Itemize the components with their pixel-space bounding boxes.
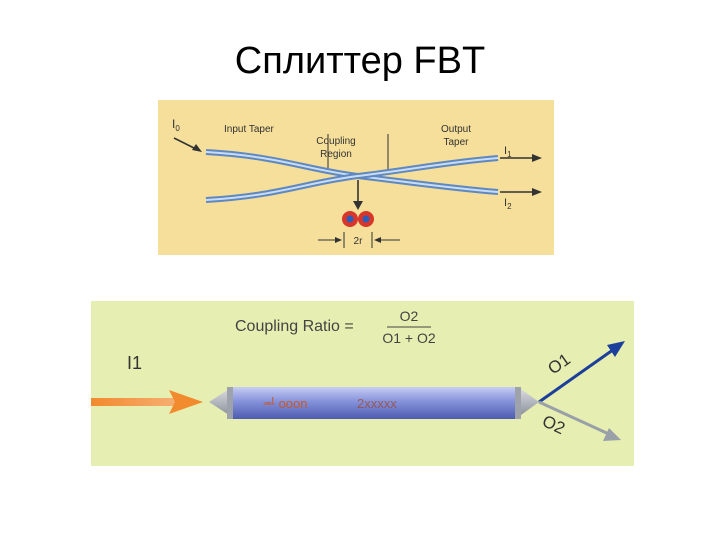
tube-marking-2: 2xxxxx	[357, 396, 397, 411]
output-arrow-1-head	[532, 154, 542, 162]
output-2-label: O2	[539, 411, 568, 438]
coupler-tube	[229, 387, 519, 419]
tube-left-taper	[209, 389, 229, 415]
fused-fibers	[205, 149, 499, 203]
tube-right-cap	[515, 387, 521, 419]
output-taper-label-1: Output	[441, 124, 471, 135]
tube-left-cap	[227, 387, 233, 419]
fused-cross-section	[342, 211, 374, 227]
input-taper-label: Input Taper	[224, 124, 275, 135]
output-arrow-2-head	[532, 188, 542, 196]
coupling-region-label-1: Coupling	[316, 136, 355, 147]
output-taper-label-2: Taper	[443, 137, 469, 148]
dimension-right-head	[374, 237, 381, 243]
tube-right-taper	[521, 389, 539, 415]
dimension-left-head	[335, 237, 342, 243]
input-beam	[91, 398, 187, 406]
output-2-beam	[538, 400, 612, 437]
coupling-region-label-2: Region	[320, 149, 352, 160]
output-1-label: O1	[544, 350, 573, 379]
ratio-denominator: O1 + O2	[382, 330, 436, 346]
output-1-beam	[538, 345, 618, 404]
input-beam-arrowhead	[169, 390, 203, 414]
section-arrow-head	[353, 201, 363, 210]
output-intensity-2-label: I2	[504, 197, 512, 211]
coupling-ratio-label: Coupling Ratio =	[235, 318, 354, 335]
output-intensity-1-label: I1	[504, 145, 512, 159]
output-2-arrowhead	[603, 428, 621, 441]
coupling-ratio-svg: Coupling Ratio = O2 O1 + O2 I1 ᆗ ooon 2x…	[91, 308, 625, 441]
ratio-numerator: O2	[400, 308, 419, 324]
input-intensity-label: I0	[172, 117, 180, 133]
output-1-arrowhead	[607, 341, 625, 357]
coupling-ratio-panel: Coupling Ratio = O2 O1 + O2 I1 ᆗ ooon 2x…	[91, 301, 634, 466]
input-label: I1	[127, 353, 142, 373]
fbt-schematic-panel: I0 Input Taper Coupling Region Output Ta…	[158, 100, 554, 255]
fbt-schematic-svg: I0 Input Taper Coupling Region Output Ta…	[172, 117, 542, 248]
tube-marking-1: ᆗ ooon	[263, 396, 308, 411]
core-spacing-label: 2r	[354, 236, 364, 247]
input-arrow-head	[192, 144, 202, 152]
slide-title: Сплиттер FBT	[234, 40, 486, 82]
